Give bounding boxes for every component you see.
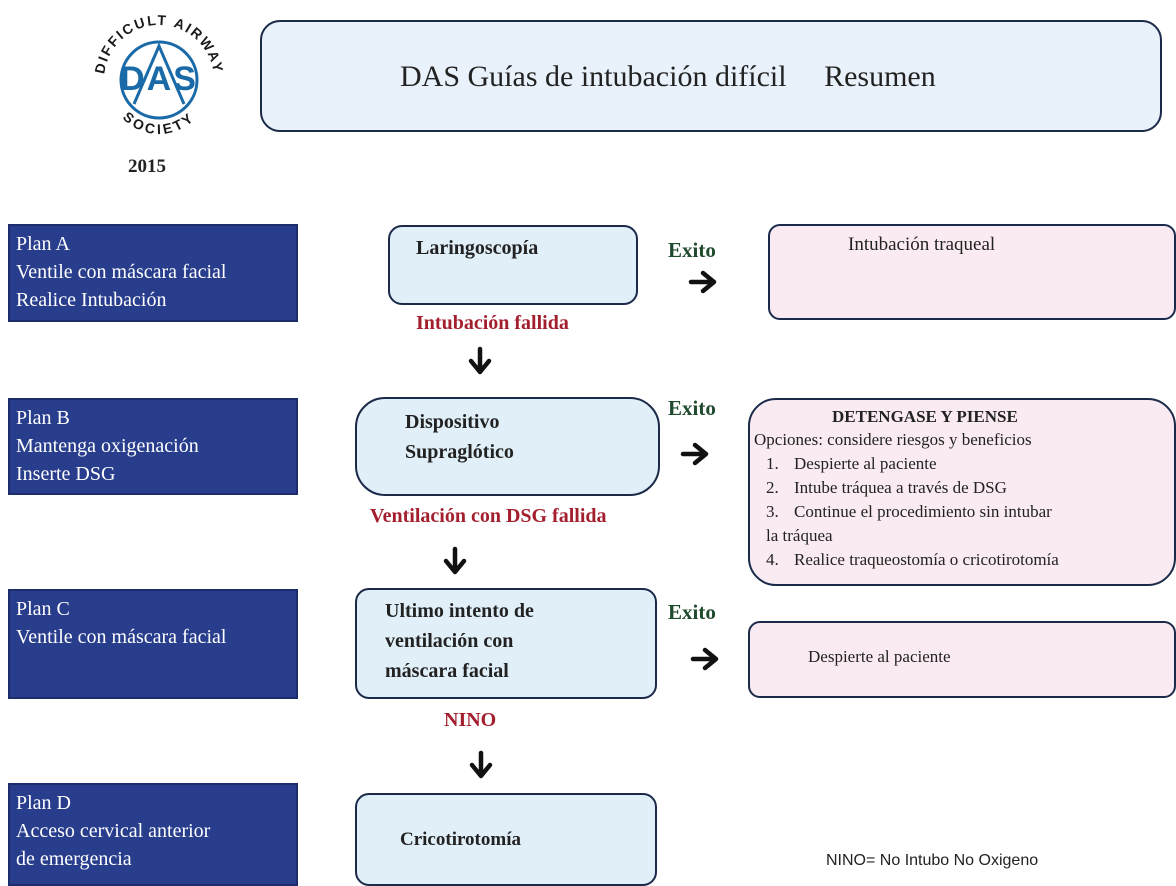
year: 2015 bbox=[128, 156, 166, 177]
option-item: la tráquea bbox=[750, 524, 1174, 548]
logo-center-text: DAS bbox=[120, 60, 198, 98]
option-number: 4. bbox=[766, 550, 779, 569]
success-label-b: Exito bbox=[668, 396, 716, 420]
plan-b-box: Plan B Mantenga oxigenación Inserte DSG bbox=[8, 398, 298, 495]
option-text: la tráquea bbox=[766, 526, 833, 545]
arrow-right-icon bbox=[688, 270, 717, 294]
plan-d-line: de emergencia bbox=[16, 848, 132, 870]
outcome-intubacion-traqueal: Intubación traqueal bbox=[768, 224, 1176, 320]
failure-label-c: NINO bbox=[444, 709, 497, 731]
das-logo: DIFFICULT AIRWAY DAS SOCIETY bbox=[91, 12, 224, 138]
outcome-text: Intubación traqueal bbox=[848, 234, 996, 255]
plan-c-title: Plan C bbox=[16, 598, 70, 620]
plan-b-line: Inserte DSG bbox=[16, 463, 116, 485]
option-item: 4. Realice traqueostomía o cricotirotomía bbox=[750, 548, 1174, 572]
plan-a-title: Plan A bbox=[16, 233, 70, 255]
failure-label-b: Ventilación con DSG fallida bbox=[370, 505, 607, 527]
success-label-a: Exito bbox=[668, 238, 716, 262]
arrow-right-icon bbox=[680, 442, 709, 466]
options-list: 1. Despierte al paciente 2. Intube tráquea… bbox=[750, 452, 1174, 572]
step-text: Dispositivo bbox=[405, 411, 500, 433]
plan-a-line: Realice Intubación bbox=[16, 289, 167, 311]
option-item: 2. Intube tráquea a través de DSG bbox=[750, 476, 1174, 500]
step-dispositivo-supraglotico: Dispositivo Supraglótico bbox=[355, 397, 660, 496]
plan-d-title: Plan D bbox=[16, 792, 71, 814]
arrow-right-icon bbox=[690, 647, 719, 671]
step-text: Laringoscopía bbox=[416, 237, 539, 259]
success-label-c: Exito bbox=[668, 600, 716, 624]
option-text: Continue el procedimiento sin intubar bbox=[794, 502, 1052, 521]
option-text: Realice traqueostomía o cricotirotomía bbox=[794, 550, 1059, 569]
step-text: Supraglótico bbox=[405, 441, 514, 463]
step-cricotirotomia: Cricotirotomía bbox=[355, 793, 657, 886]
option-text: Intube tráquea a través de DSG bbox=[794, 478, 1007, 497]
outcome-detengase-y-piense: DETENGASE Y PIENSE Opciones: considere r… bbox=[748, 398, 1176, 586]
option-number: 1. bbox=[766, 454, 779, 473]
failure-label-a: Intubación fallida bbox=[416, 312, 569, 334]
plan-d-line: Acceso cervical anterior bbox=[16, 820, 211, 842]
page-title: DAS Guías de intubación difícil Resumen bbox=[400, 60, 936, 93]
logo-arc-bottom: SOCIETY bbox=[120, 108, 198, 137]
plan-b-title: Plan B bbox=[16, 407, 70, 429]
plan-a-box: Plan A Ventile con máscara facial Realic… bbox=[8, 224, 298, 322]
options-heading: DETENGASE Y PIENSE bbox=[832, 407, 1018, 426]
plan-c-box: Plan C Ventile con máscara facial bbox=[8, 589, 298, 699]
title-box bbox=[260, 20, 1162, 132]
plan-a-line: Ventile con máscara facial bbox=[16, 261, 227, 283]
plan-b-line: Mantenga oxigenación bbox=[16, 435, 199, 457]
plan-c-line: Ventile con máscara facial bbox=[16, 626, 227, 648]
option-number: 2. bbox=[766, 478, 779, 497]
option-text: Despierte al paciente bbox=[794, 454, 937, 473]
plan-d-box: Plan D Acceso cervical anterior de emerg… bbox=[8, 783, 298, 886]
arrow-down-icon bbox=[443, 546, 467, 575]
outcome-despierte-al-paciente: Despierte al paciente bbox=[748, 621, 1176, 698]
arrow-down-icon bbox=[468, 346, 492, 375]
step-laringoscopia: Laringoscopía bbox=[388, 225, 638, 305]
option-number: 3. bbox=[766, 502, 779, 521]
step-ultimo-intento: Ultimo intento de ventilación con máscar… bbox=[355, 588, 657, 699]
step-text: Cricotirotomía bbox=[400, 829, 521, 850]
arrow-down-icon bbox=[469, 750, 493, 779]
step-text: Ultimo intento de bbox=[385, 600, 534, 622]
footnote: NINO= No Intubo No Oxigeno bbox=[826, 852, 1039, 869]
option-item: 1. Despierte al paciente bbox=[750, 452, 1174, 476]
step-text: ventilación con bbox=[385, 630, 514, 652]
outcome-text: Despierte al paciente bbox=[808, 647, 951, 666]
options-subheading: Opciones: considere riesgos y beneficios bbox=[754, 430, 1032, 449]
option-item: 3. Continue el procedimiento sin intubar bbox=[750, 500, 1174, 524]
step-text: máscara facial bbox=[385, 660, 509, 682]
